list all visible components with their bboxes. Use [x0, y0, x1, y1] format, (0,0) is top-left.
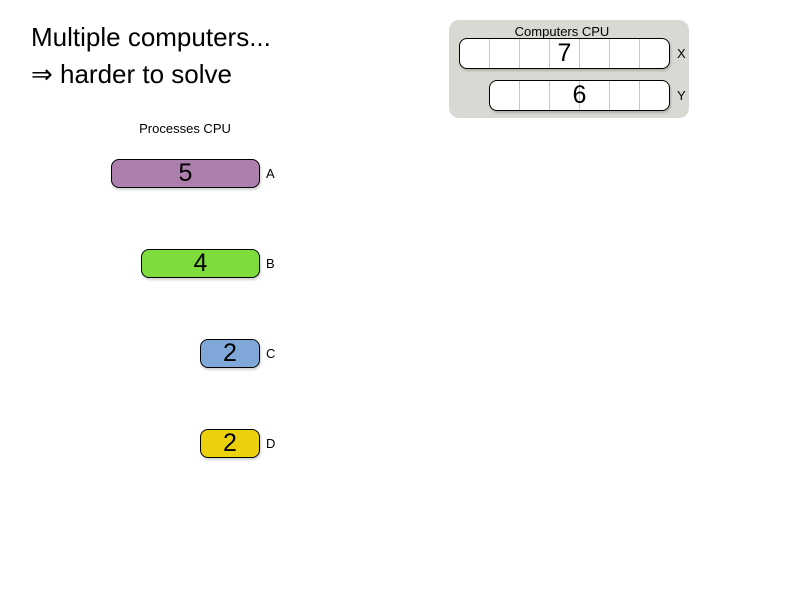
- slide-title: Multiple computers... ⇒ harder to solve: [31, 19, 271, 93]
- process-label: D: [266, 436, 276, 451]
- cpu-cell: [460, 39, 490, 68]
- process-cpu-bar: 2: [200, 339, 260, 368]
- process-cpu-bar: 2: [200, 429, 260, 458]
- cpu-cell: [610, 39, 640, 68]
- cpu-cell: [580, 81, 610, 110]
- cpu-cell: [520, 81, 550, 110]
- title-line-1: Multiple computers...: [31, 22, 271, 52]
- cpu-cells: [460, 39, 669, 68]
- computer-cpu-value: 7: [557, 39, 572, 67]
- process-cpu-bar: 4: [141, 249, 260, 278]
- computers-panel-title: Computers CPU: [514, 24, 610, 39]
- process-cpu-bar: 5: [111, 159, 260, 188]
- cpu-cell: [490, 39, 520, 68]
- computer-capacity-bar: 6: [489, 80, 670, 111]
- processes-section-title: Processes CPU: [139, 121, 231, 136]
- cpu-cell: [490, 81, 520, 110]
- process-label: C: [266, 346, 276, 361]
- cpu-cell: [610, 81, 640, 110]
- cpu-cells: [490, 81, 669, 110]
- computer-capacity-bar: 7: [459, 38, 670, 69]
- process-label: A: [266, 166, 275, 181]
- cpu-cell: [550, 81, 580, 110]
- cpu-cell: [520, 39, 550, 68]
- title-line-2: ⇒ harder to solve: [31, 59, 232, 89]
- cpu-cell: [550, 39, 580, 68]
- computer-label: Y: [677, 88, 686, 103]
- computer-label: X: [677, 46, 686, 61]
- process-label: B: [266, 256, 275, 271]
- computer-cpu-value: 6: [572, 81, 587, 109]
- cpu-cell: [580, 39, 610, 68]
